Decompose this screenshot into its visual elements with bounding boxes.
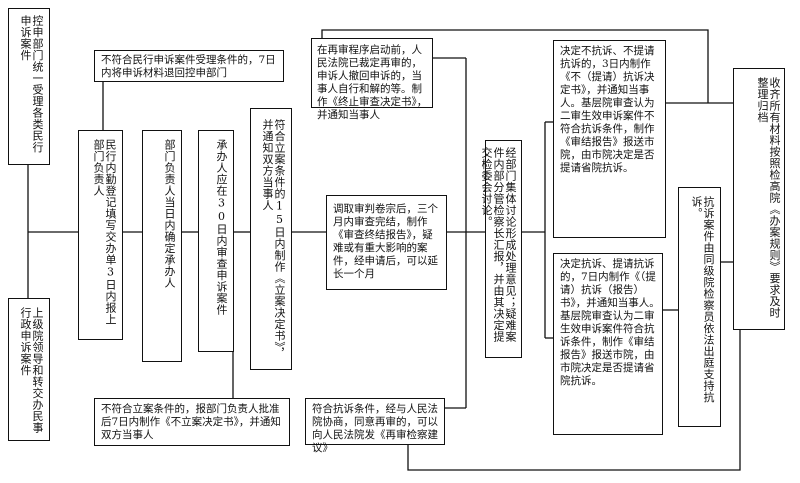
no-protest-text: 决定不抗诉、不提请抗诉的，3日内制作《不（提请）抗诉决定书》，并通知当事人。基层… (560, 45, 655, 174)
retrial-suggest-text: 符合抗诉条件，经与人民法院协商，同意再审的，可以向人民法院发《再审检察建议》 (312, 403, 438, 454)
retrial-start-box: 在再审程序启动前，人民法院已裁定再审的，申诉人撤回申诉的，当事人自行和解的等。制… (311, 38, 433, 121)
dept-head-text: 部门负责人当日内确定承办人 (163, 139, 176, 289)
protest-text: 决定抗诉、提请抗诉的，7日内制作《（提请）抗诉（报告）书》，并通知当事人。基层院… (560, 258, 660, 387)
jurisdiction-box: 控申部门统一受理各类民行申诉案件 (8, 8, 50, 165)
no-protest-box: 决定不抗诉、不提请抗诉的，3日内制作《不（提请）抗诉决定书》，并通知当事人。基层… (553, 40, 666, 238)
registration-box: 民行内勤登记填写交办单3日内报上部门负责人 (78, 130, 123, 340)
handler-box: 承办人应在30日内审查申诉案件 (198, 130, 234, 352)
superior-transfer-text: 上级院领导和转交办民事行政申诉案件 (19, 307, 44, 434)
handler-text: 承办人应在30日内审查申诉案件 (215, 139, 228, 316)
retrial-start-text: 在再审程序启动前，人民法院已裁定再审的，申诉人撤回申诉的，当事人自行和解的等。制… (317, 44, 428, 121)
notify-accept-box: 符合立案条件的15日内制作《立案决定书》，并通知双方当事人 (250, 108, 292, 370)
reject-filing-text: 不符合立案条件的，报部门负责人批准后7日内制作《不立案决定书》，并通知双方当事人 (101, 403, 281, 441)
reject-return-text: 不符合民行申诉案件受理条件的，7日内将申诉材料退回控申部门 (101, 54, 276, 79)
protest-box: 决定抗诉、提请抗诉的，7日内制作《（提请）抗诉（报告）书》，并通知当事人。基层院… (553, 253, 663, 435)
collective-text: 经部门集体讨论形成处理意见；疑难案件内部分管检察长汇报，并由其决定提交检委会讨论… (480, 147, 517, 343)
collective-box: 经部门集体讨论形成处理意见；疑难案件内部分管检察长汇报，并由其决定提交检委会讨论… (480, 140, 522, 358)
retrial-suggest-box: 符合抗诉条件，经与人民法院协商，同意再审的，可以向人民法院发《再审检察建议》 (305, 398, 445, 454)
reject-return-box: 不符合民行申诉案件受理条件的，7日内将申诉材料退回控申部门 (94, 50, 284, 82)
jurisdiction-text: 控申部门统一受理各类民行申诉案件 (19, 15, 44, 153)
archive-text: 收齐所有材料按照检高院《办案规则》要求及时整理归档 (756, 77, 781, 319)
court-appearance-box: 抗诉案件由同级院检察员依法出庭支持抗诉。 (678, 187, 721, 427)
retrieve-file-box: 调取审判卷宗后，三个月内审查完结，制作《审查终结报告》，疑难或有重大影响的案件，… (326, 195, 447, 290)
dept-head-box: 部门负责人当日内确定承办人 (142, 130, 182, 362)
retrieve-file-text: 调取审判卷宗后，三个月内审查完结，制作《审查终结报告》，疑难或有重大影响的案件，… (333, 203, 438, 280)
archive-box: 收齐所有材料按照检高院《办案规则》要求及时整理归档 (733, 68, 785, 330)
reject-filing-box: 不符合立案条件的，报部门负责人批准后7日内制作《不立案决定书》，并通知双方当事人 (94, 398, 290, 446)
notify-accept-text: 符合立案条件的15日内制作《立案决定书》，并通知双方当事人 (261, 119, 286, 359)
registration-text: 民行内勤登记填写交办单3日内报上部门负责人 (92, 139, 117, 325)
superior-transfer-box: 上级院领导和转交办民事行政申诉案件 (8, 298, 50, 441)
court-appearance-text: 抗诉案件由同级院检察员依法出庭支持抗诉。 (690, 196, 715, 403)
